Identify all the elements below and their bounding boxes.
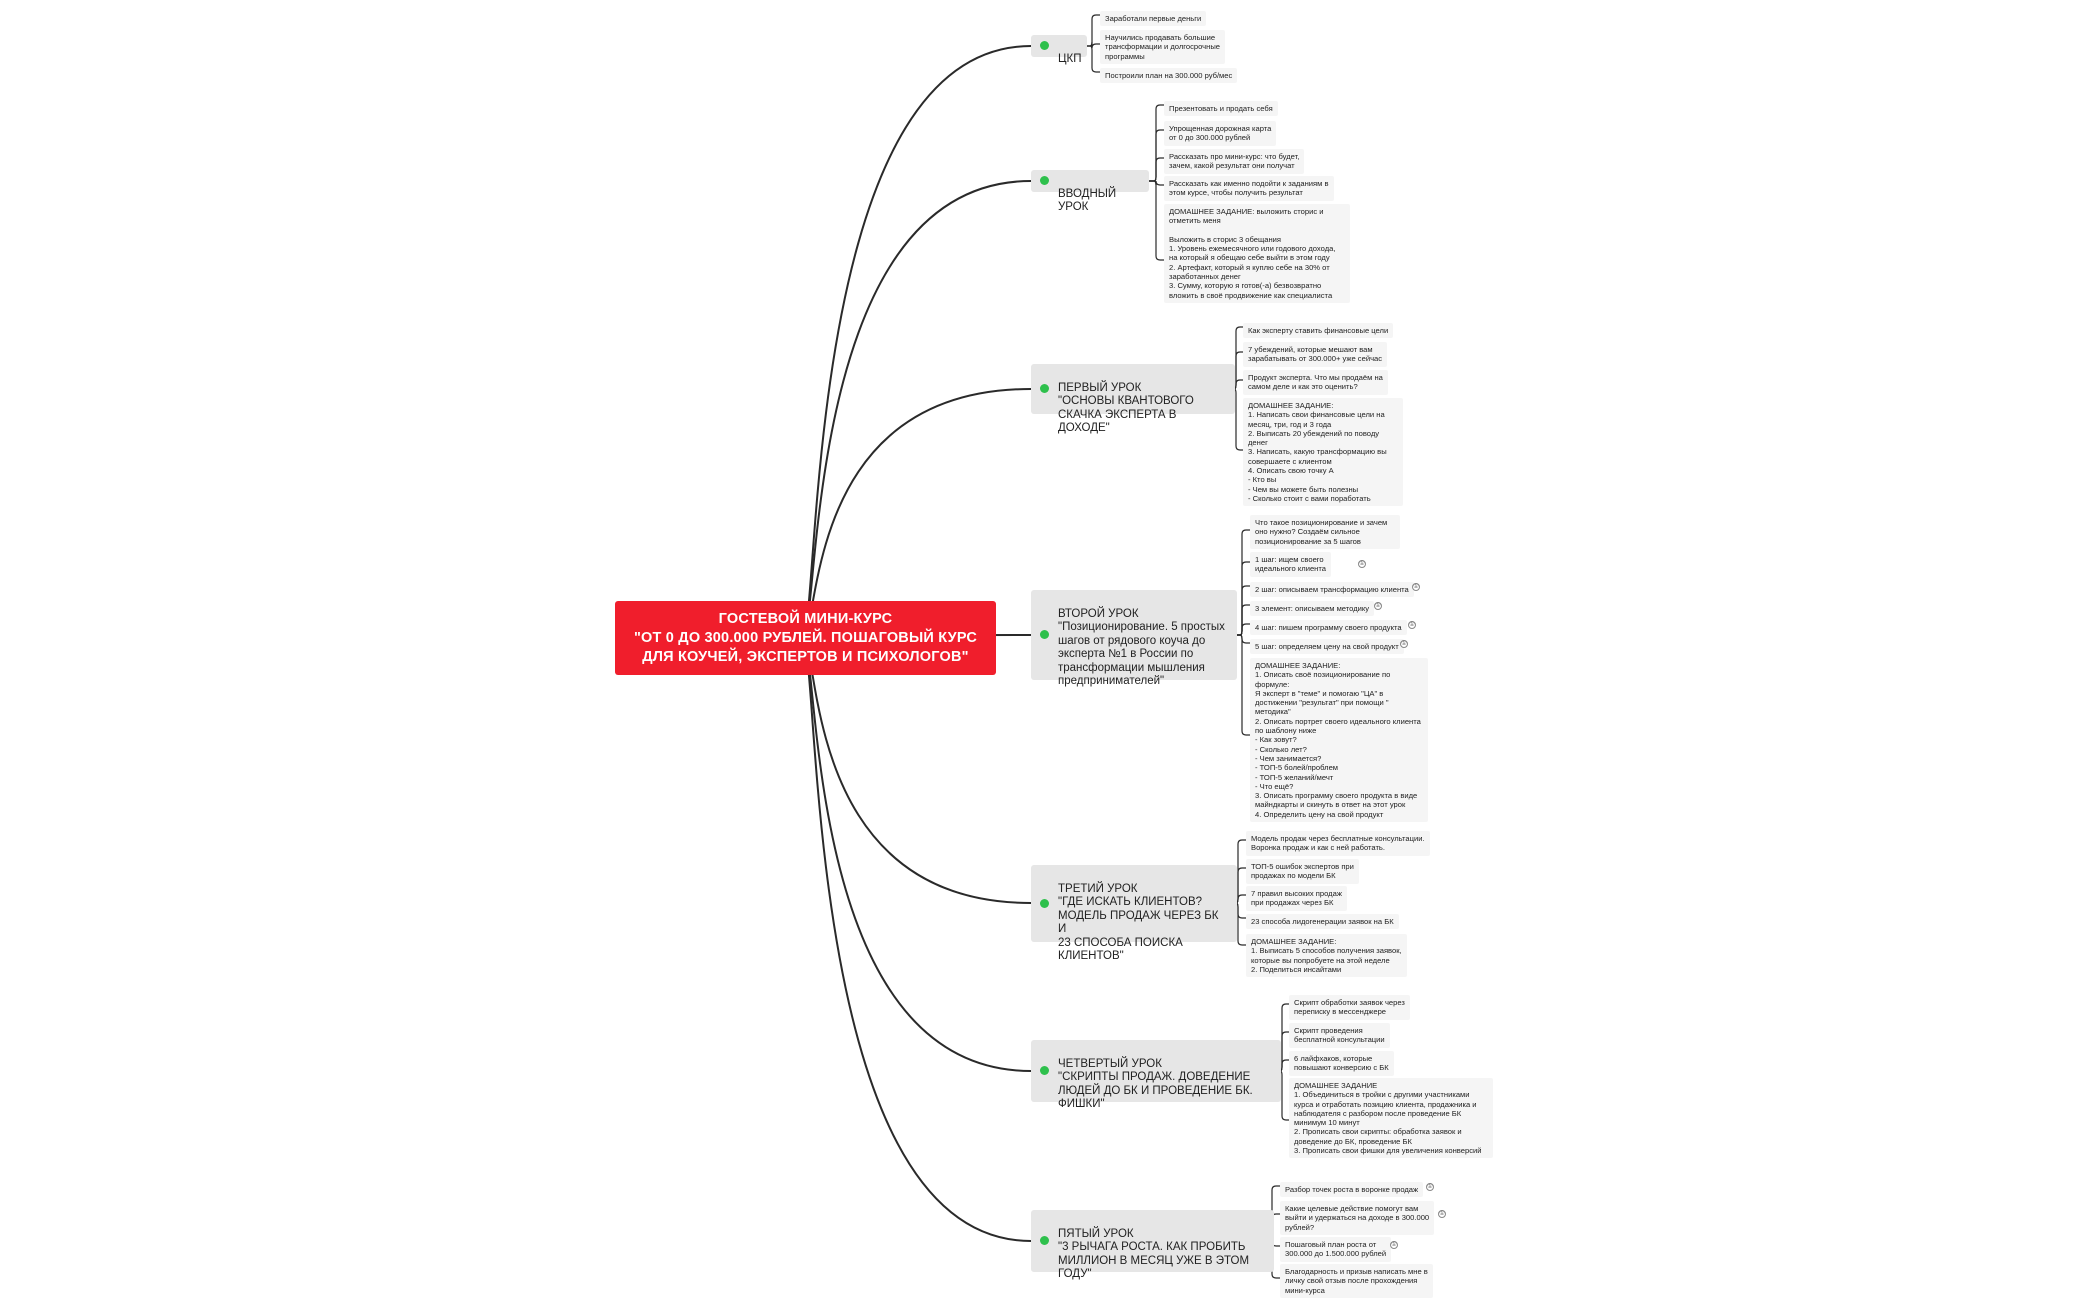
leaf-topic[interactable]: ДОМАШНЕЕ ЗАДАНИЕ 1. Объединиться в тройк… — [1289, 1078, 1493, 1159]
branch-leaf-connector — [1237, 604, 1250, 636]
leaf-topic[interactable]: ТОП-5 ошибок экспертов при продажах по м… — [1246, 859, 1359, 884]
leaf-topic[interactable]: Пошаговый план роста от 300.000 до 1.500… — [1280, 1237, 1392, 1262]
info-badge-icon[interactable]: ① — [1408, 621, 1416, 629]
info-badge-icon[interactable]: ① — [1390, 1241, 1398, 1249]
leaf-topic[interactable]: Разбор точек роста в воронке продаж — [1280, 1182, 1424, 1198]
branch-label: ПЕРВЫЙ УРОК "ОСНОВЫ КВАНТОВОГО СКАЧКА ЭК… — [1058, 381, 1194, 435]
leaf-topic[interactable]: 7 правил высоких продаж при продажах чер… — [1246, 886, 1347, 911]
leaf-topic[interactable]: Продукт эксперта. Что мы продаём на само… — [1243, 370, 1388, 395]
root-topic[interactable]: ГОСТЕВОЙ МИНИ-КУРС "ОТ 0 ДО 300.000 РУБЛ… — [615, 601, 996, 675]
leaf-topic[interactable]: 1 шаг: ищем своего идеального клиента — [1250, 552, 1331, 577]
status-dot-icon — [1040, 1236, 1049, 1245]
branch-leaf-connector — [1237, 634, 1250, 644]
leaf-topic[interactable]: Упрощенная дорожная карта от 0 до 300.00… — [1164, 121, 1277, 146]
root-branch-connector — [804, 637, 1032, 1072]
branch-leaf-connector — [1237, 634, 1250, 736]
leaf-topic[interactable]: Скрипт обработки заявок через переписку … — [1289, 995, 1410, 1020]
branch-topic-intro-lesson[interactable]: ВВОДНЫЙ УРОК — [1031, 170, 1149, 213]
leaf-topic[interactable]: 6 лайфхаков, которые повышают конверсию … — [1289, 1051, 1394, 1076]
info-badge-icon[interactable]: ① — [1358, 560, 1366, 568]
status-dot-icon — [1040, 1066, 1049, 1075]
branch-topic-lesson-2[interactable]: ВТОРОЙ УРОК "Позиционирование. 5 простых… — [1031, 590, 1237, 687]
leaf-topic[interactable]: Модель продаж через бесплатные консульта… — [1246, 831, 1430, 856]
info-badge-icon[interactable]: ① — [1438, 1210, 1446, 1218]
branch-topic-lesson-4[interactable]: ЧЕТВЕРТЫЙ УРОК "СКРИПТЫ ПРОДАЖ. ДОВЕДЕНИ… — [1031, 1040, 1281, 1110]
leaf-topic[interactable]: Построили план на 300.000 руб/мес — [1100, 68, 1238, 84]
leaf-topic[interactable]: 4 шаг: пишем программу своего продукта — [1250, 620, 1407, 636]
leaf-topic[interactable]: ДОМАШНЕЕ ЗАДАНИЕ: выложить сторис и отме… — [1164, 204, 1350, 303]
leaf-topic[interactable]: ДОМАШНЕЕ ЗАДАНИЕ: 1. Написать свои финан… — [1243, 398, 1403, 507]
status-dot-icon — [1040, 899, 1049, 908]
branch-leaf-connector — [1149, 157, 1164, 182]
root-branch-connector — [804, 180, 1032, 639]
branch-label: ВВОДНЫЙ УРОК — [1058, 187, 1117, 214]
leaf-topic[interactable]: Какие целевые действие помогут вам выйти… — [1280, 1201, 1435, 1235]
branch-topic-tskp[interactable]: ЦКП — [1031, 35, 1087, 65]
leaf-topic[interactable]: Что такое позиционирование и зачем оно н… — [1250, 515, 1400, 549]
branch-leaf-connector — [1235, 902, 1246, 946]
leaf-topic[interactable]: Рассказать про мини-курс: что будет, зач… — [1164, 149, 1305, 174]
branch-leaf-connector — [1087, 45, 1100, 73]
status-dot-icon — [1040, 384, 1049, 393]
status-dot-icon — [1040, 41, 1049, 50]
branch-topic-lesson-5[interactable]: ПЯТЫЙ УРОК "3 РЫЧАГА РОСТА. КАК ПРОБИТЬ … — [1031, 1210, 1274, 1280]
branch-leaf-connector — [1237, 529, 1250, 636]
leaf-topic[interactable]: Рассказать как именно подойти к заданиям… — [1164, 176, 1334, 201]
leaf-topic[interactable]: 7 убеждений, которые мешают вам зарабаты… — [1243, 342, 1388, 367]
branch-label: ЧЕТВЕРТЫЙ УРОК "СКРИПТЫ ПРОДАЖ. ДОВЕДЕНИ… — [1058, 1057, 1253, 1111]
status-dot-icon — [1040, 630, 1049, 639]
branch-leaf-connector — [1149, 180, 1164, 261]
info-badge-icon[interactable]: ① — [1412, 583, 1420, 591]
info-badge-icon[interactable]: ① — [1374, 602, 1382, 610]
root-branch-connector — [804, 637, 1032, 1242]
leaf-topic[interactable]: Благодарность и призыв написать мне в ли… — [1280, 1264, 1433, 1298]
leaf-topic[interactable]: 23 способа лидогенерации заявок на БК — [1246, 914, 1399, 930]
branch-leaf-connector — [1087, 41, 1100, 49]
leaf-topic[interactable]: Заработали первые деньги — [1100, 11, 1207, 27]
branch-topic-lesson-3[interactable]: ТРЕТИЙ УРОК "ГДЕ ИСКАТЬ КЛИЕНТОВ? МОДЕЛЬ… — [1031, 865, 1237, 962]
branch-label: ВТОРОЙ УРОК "Позиционирование. 5 простых… — [1058, 607, 1225, 688]
info-badge-icon[interactable]: ① — [1426, 1183, 1434, 1191]
info-badge-icon[interactable]: ① — [1400, 640, 1408, 648]
leaf-topic[interactable]: 3 элемент: описываем методику — [1250, 601, 1375, 617]
leaf-topic[interactable]: Как эксперту ставить финансовые цели — [1243, 323, 1394, 339]
leaf-topic[interactable]: Научились продавать большие трансформаци… — [1100, 30, 1225, 64]
branch-label: ТРЕТИЙ УРОК "ГДЕ ИСКАТЬ КЛИЕНТОВ? МОДЕЛЬ… — [1058, 882, 1219, 963]
branch-leaf-connector — [1237, 585, 1250, 636]
leaf-topic[interactable]: ДОМАШНЕЕ ЗАДАНИЕ: 1. Выписать 5 способов… — [1246, 934, 1407, 978]
branch-topic-lesson-1[interactable]: ПЕРВЫЙ УРОК "ОСНОВЫ КВАНТОВОГО СКАЧКА ЭК… — [1031, 364, 1235, 434]
root-branch-connector — [804, 45, 1032, 639]
leaf-topic[interactable]: Скрипт проведения бесплатной консультаци… — [1289, 1023, 1390, 1048]
branch-label: ЦКП — [1058, 52, 1082, 65]
leaf-topic[interactable]: 5 шаг: определяем цену на свой продукт — [1250, 639, 1404, 655]
branch-leaf-connector — [1087, 14, 1100, 47]
leaf-topic[interactable]: ДОМАШНЕЕ ЗАДАНИЕ: 1. Описать своё позици… — [1250, 658, 1428, 823]
branch-label: ПЯТЫЙ УРОК "3 РЫЧАГА РОСТА. КАК ПРОБИТЬ … — [1058, 1227, 1250, 1281]
leaf-topic[interactable]: 2 шаг: описываем трансформацию клиента — [1250, 582, 1414, 598]
branch-leaf-connector — [1237, 623, 1250, 636]
status-dot-icon — [1040, 176, 1049, 185]
leaf-topic[interactable]: Презентовать и продать себя — [1164, 101, 1278, 117]
